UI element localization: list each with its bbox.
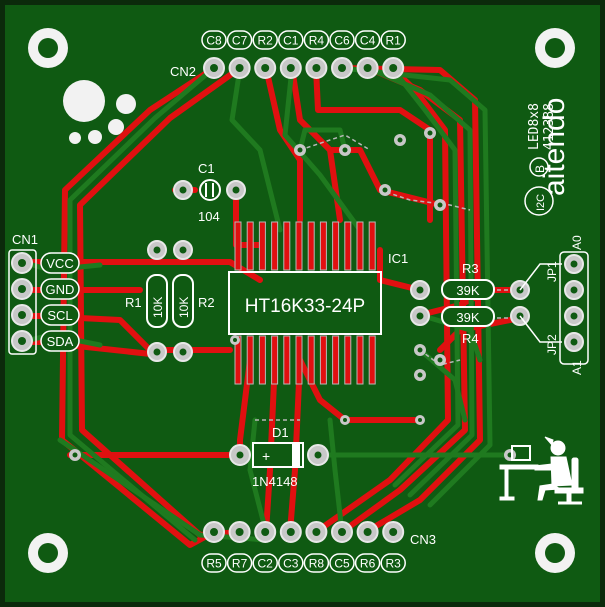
- cn2-pin-label-c8: C8: [206, 34, 222, 48]
- cn1-pin-label-scl: SCL: [47, 308, 72, 323]
- d1-cathode-band: [292, 443, 300, 467]
- resistor-r2[interactable]: 10K R2: [172, 240, 215, 362]
- cn3-label: CN3: [410, 532, 436, 547]
- part-number: 412388: [542, 103, 557, 150]
- ic1-label: IC1: [388, 251, 408, 266]
- jp1-label: JP1: [545, 261, 559, 282]
- capacitor-c1[interactable]: C1 104: [173, 161, 246, 224]
- mounting-holes: [28, 28, 575, 573]
- cn3-pin-label-r8: R8: [309, 557, 325, 571]
- d1-polarity: +: [262, 448, 270, 464]
- resistor-r1[interactable]: 10K R1: [125, 240, 168, 362]
- cn2-pin-label-c4: C4: [360, 34, 376, 48]
- cn3-pin-label-c5: C5: [334, 557, 350, 571]
- cn1-label: CN1: [12, 232, 38, 247]
- r1-value: 10K: [151, 297, 165, 318]
- cn2-pin-label-c1: C1: [283, 34, 299, 48]
- jp2-label: JP2: [545, 334, 559, 355]
- dots-logo: [63, 80, 136, 144]
- ic1-pins-top: [234, 221, 376, 271]
- cn2-label: CN2: [170, 64, 196, 79]
- vias: [69, 127, 516, 461]
- brand-logo-text: aitendo: [538, 98, 571, 196]
- protocol-badge: I2C: [535, 194, 547, 211]
- c1-outline: [199, 179, 221, 201]
- cn2-header[interactable]: CN2 C8 C7 R2 C1 R4 C6 C4 R1: [170, 30, 406, 79]
- cn1-pin-label-vcc: VCC: [46, 256, 73, 271]
- r3-body: [441, 279, 495, 300]
- r2-value: 10K: [177, 297, 191, 318]
- cn2-pin-label-r1: R1: [386, 34, 402, 48]
- cn1-header[interactable]: CN1 VCC GND SCL SDA: [8, 232, 80, 355]
- ic1-part-number: HT16K33-24P: [245, 296, 365, 317]
- cn2-pin-label-c7: C7: [232, 34, 248, 48]
- r4-body: [441, 306, 495, 327]
- product-name: LED8x8: [527, 103, 542, 150]
- cn2-pin-label-r2: R2: [258, 34, 274, 48]
- ic1-outline: [228, 271, 382, 335]
- protocol-badge-outline: [524, 186, 554, 216]
- a0-label: A0: [570, 235, 584, 250]
- r2-label: R2: [198, 295, 215, 310]
- cn3-pin-label-r3: R3: [386, 557, 402, 571]
- branding: aitendo 412388 LED8x8 B I2C: [524, 98, 571, 216]
- cn3-pin-label-c2: C2: [258, 557, 274, 571]
- r4-value: 39K: [456, 310, 479, 325]
- r2-body: [172, 274, 194, 328]
- a1-label: A1: [570, 360, 584, 375]
- cn3-header[interactable]: CN3 R5 R7 C2 C3 R8 C5 R6 R3: [201, 521, 436, 573]
- c1-label: C1: [198, 161, 215, 176]
- r1-label: R1: [125, 295, 142, 310]
- diode-d1[interactable]: D1 + 1N4148: [229, 425, 329, 489]
- recycle-b-icon: [529, 157, 549, 177]
- d1-label: D1: [272, 425, 289, 440]
- r3-value: 39K: [456, 283, 479, 298]
- address-header[interactable]: A0 A1 JP1 JP2: [519, 235, 589, 375]
- cn2-pin-label-c6: C6: [334, 34, 350, 48]
- d1-part: 1N4148: [252, 474, 298, 489]
- svg-text:B: B: [533, 165, 547, 173]
- c1-value: 104: [198, 209, 220, 224]
- cn1-pin-label-gnd: GND: [46, 282, 75, 297]
- ic1-pins-bottom: [234, 335, 376, 385]
- r4-label: R4: [462, 331, 479, 346]
- ic1[interactable]: HT16K33-24P IC1: [228, 221, 408, 385]
- r1-body: [146, 274, 168, 328]
- cn3-pin-label-r6: R6: [360, 557, 376, 571]
- mascot-person-at-desk-icon: [499, 436, 584, 505]
- cn3-pin-label-c3: C3: [283, 557, 299, 571]
- cn3-pin-label-r5: R5: [206, 557, 222, 571]
- r3-label: R3: [462, 261, 479, 276]
- cn1-pin-label-sda: SDA: [47, 334, 74, 349]
- cn2-pin-label-r4: R4: [309, 34, 325, 48]
- cn3-pin-label-r7: R7: [232, 557, 248, 571]
